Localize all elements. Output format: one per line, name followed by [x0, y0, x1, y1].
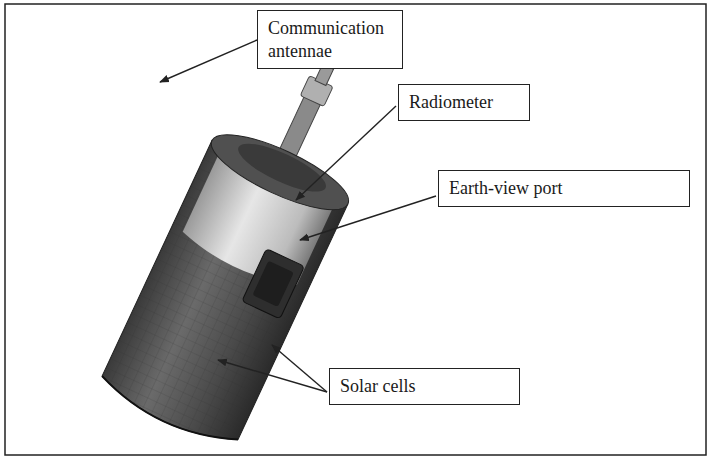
callout-box: Communication antennae — [257, 10, 403, 69]
callout-label: Solar cells — [340, 375, 509, 398]
leader-arrows — [160, 40, 436, 392]
callout-box: Solar cells — [329, 368, 520, 405]
callout-label: Earth-view port — [449, 177, 679, 200]
callout-box: Earth-view port — [438, 170, 690, 207]
callout-label: Communication antennae — [268, 17, 392, 62]
callout-box: Radiometer — [398, 84, 530, 121]
frame — [5, 4, 706, 455]
callout-label: Radiometer — [409, 91, 519, 114]
